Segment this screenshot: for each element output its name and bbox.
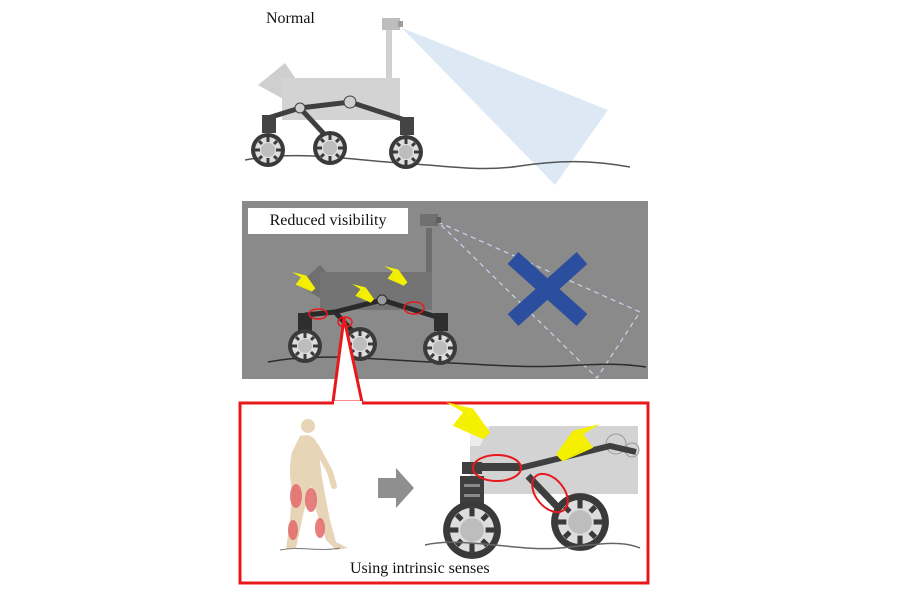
blocked-x-icon — [507, 252, 588, 326]
panel-label-normal: Normal — [266, 10, 315, 27]
rover-normal — [249, 18, 425, 171]
joint-highlight — [308, 308, 328, 320]
wheel-icon — [286, 327, 324, 365]
dimmed-beam — [437, 221, 641, 379]
wheel-icon — [551, 493, 609, 551]
muscle-highlight — [315, 518, 325, 538]
walking-human-icon — [286, 419, 348, 550]
wheel-icon — [443, 501, 501, 559]
ground-line — [279, 547, 341, 551]
muscle-highlight — [288, 520, 298, 540]
panel-label-reduced: Reduced visibility — [248, 208, 408, 234]
camera-beam — [402, 28, 608, 185]
camera-icon — [382, 18, 403, 30]
joint-highlight — [403, 301, 425, 315]
muscle-highlight — [290, 484, 302, 508]
wheel-icon — [421, 329, 459, 367]
muscle-highlight — [305, 488, 317, 512]
rover-closeup — [424, 402, 641, 559]
right-arrow-icon — [378, 468, 414, 508]
joint-highlight — [472, 454, 522, 482]
wheel-icon — [311, 129, 349, 167]
camera-icon — [420, 214, 441, 226]
rover-reduced — [286, 214, 459, 367]
normal-panel — [244, 18, 631, 185]
joint-highlight — [531, 472, 569, 514]
wheel-icon — [249, 131, 287, 169]
intrinsic-panel — [238, 401, 650, 585]
panel-label-intrinsic: Using intrinsic senses — [350, 560, 490, 577]
wheel-icon — [387, 133, 425, 171]
